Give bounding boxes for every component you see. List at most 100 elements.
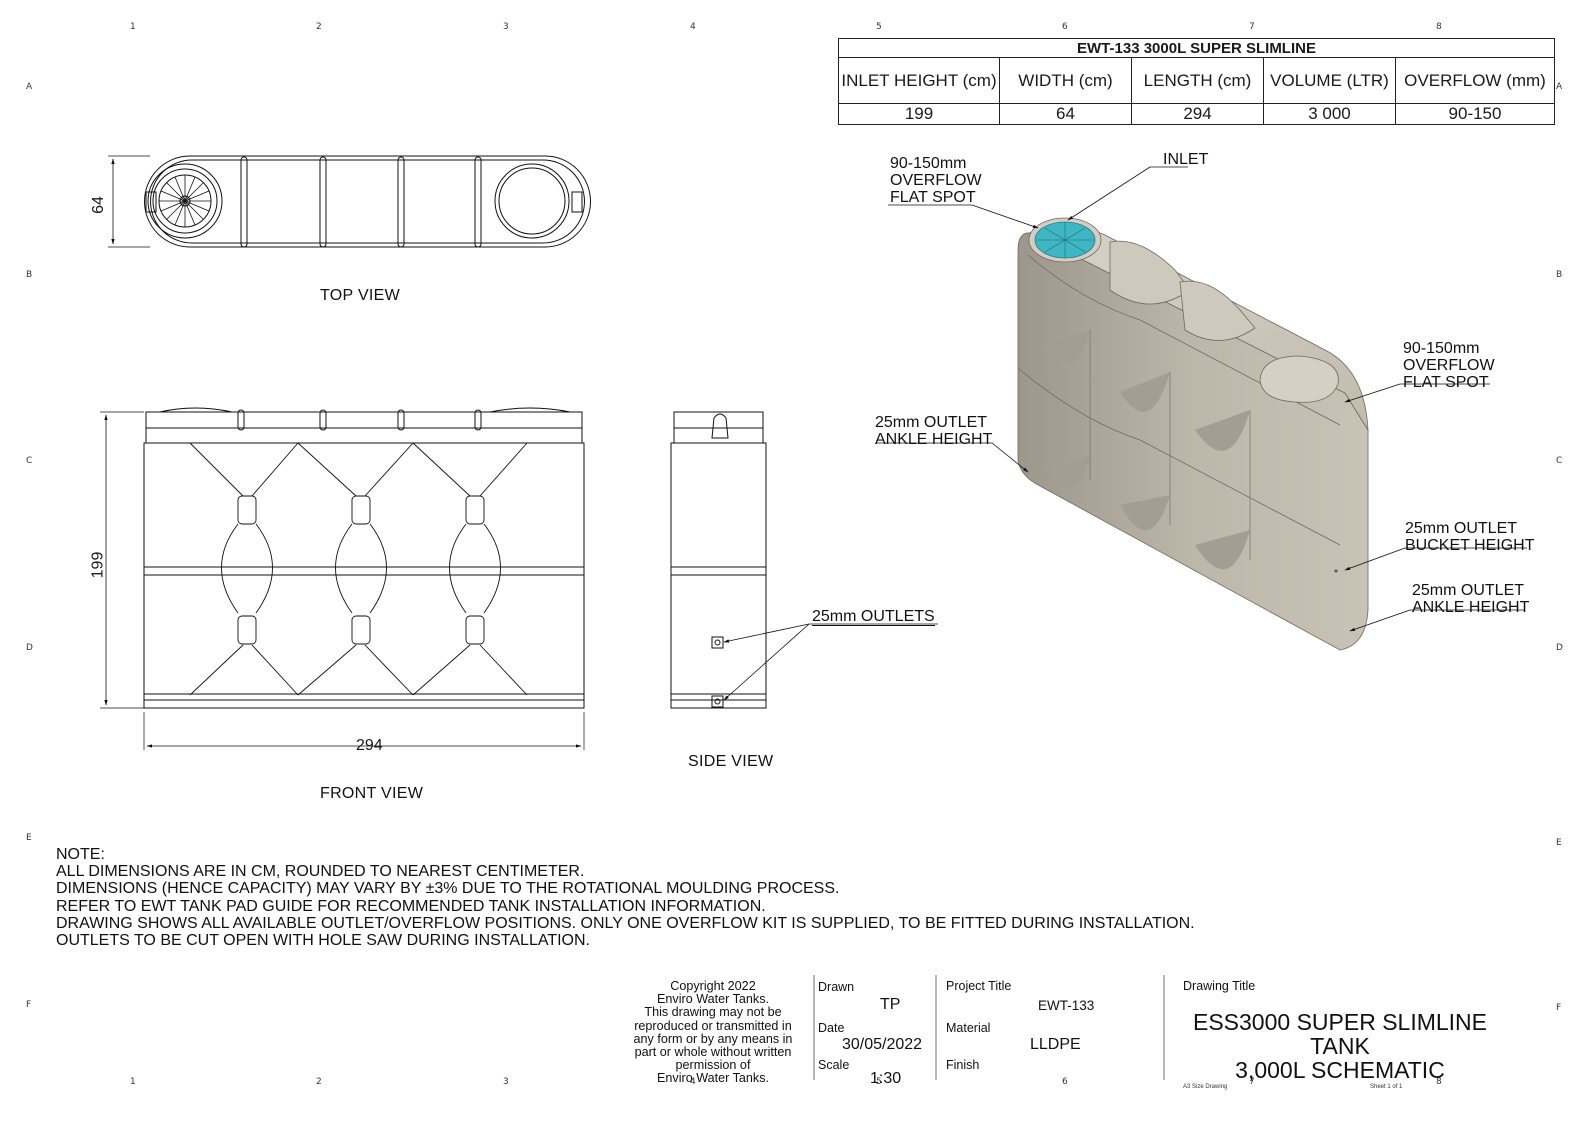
copyright-line-7: permission of — [675, 1058, 751, 1073]
note-line-4: DRAWING SHOWS ALL AVAILABLE OUTLET/OVERF… — [56, 914, 1195, 932]
grid-col-2-top: 2 — [316, 22, 322, 32]
grid-row-c-left: C — [26, 456, 33, 466]
top-view-dim-width: 64 — [89, 196, 107, 214]
grid-row-e-right: E — [1556, 838, 1562, 848]
grid-row-d-left: D — [26, 643, 33, 653]
grid-row-c-right: C — [1556, 456, 1563, 466]
scale-value: 1:30 — [870, 1070, 902, 1087]
callout-outlet-ankle-left: 25mm OUTLET ANKLE HEIGHT — [875, 414, 992, 448]
grid-row-b-left: B — [26, 270, 33, 280]
grid-col-8-top: 8 — [1436, 22, 1442, 32]
front-view-label: FRONT VIEW — [320, 785, 424, 802]
finish-label: Finish — [946, 1058, 980, 1072]
callout-outlet-ankle-right-line2: ANKLE HEIGHT — [1412, 599, 1530, 616]
spec-value-inlet-height: 199 — [838, 103, 1000, 125]
grid-col-3-bottom: 3 — [503, 1077, 509, 1087]
copyright-line-8: Enviro Water Tanks. — [657, 1071, 769, 1086]
grid-col-5-bottom: 5 — [876, 1077, 882, 1087]
grid-col-6-top: 6 — [1062, 22, 1068, 32]
spec-value-width: 64 — [999, 103, 1132, 125]
grid-row-f-right: F — [1556, 1003, 1562, 1013]
scale-label: Scale — [818, 1058, 850, 1072]
size-note: A3 Size Drawing — [1183, 1084, 1228, 1090]
iso-leaders — [877, 166, 1527, 632]
copyright-line-3: This drawing may not be — [644, 1005, 782, 1020]
copyright-line-5: any form or by any means in — [633, 1031, 793, 1046]
top-view-label: TOP VIEW — [320, 287, 401, 304]
copyright-notice: Copyright 2022 Enviro Water Tanks. This … — [608, 979, 818, 1086]
front-view-drawing — [100, 407, 585, 750]
drawing-title-line-1: ESS3000 SUPER SLIMLINE TANK — [1192, 1009, 1488, 1059]
spec-value-length: 294 — [1131, 103, 1264, 125]
copyright-line-1: Copyright 2022 — [670, 979, 756, 993]
callout-outlet-ankle-right-line1: 25mm OUTLET — [1412, 582, 1525, 599]
spec-table: EWT-133 3000L SUPER SLIMLINE INLET HEIGH… — [838, 38, 1555, 125]
callout-overflow-left-line2: OVERFLOW — [890, 172, 982, 189]
spec-value-overflow: 90-150 — [1395, 103, 1555, 125]
sheet-note: Sheet 1 of 1 — [1370, 1084, 1403, 1090]
grid-row-a-right: A — [1556, 82, 1563, 92]
drawing-title-label: Drawing Title — [1183, 979, 1256, 993]
grid-row-b-right: B — [1556, 270, 1563, 280]
grid-row-f-left: F — [26, 1000, 32, 1010]
side-view-drawing — [670, 411, 938, 709]
copyright-line-4: reproduced or transmitted in — [634, 1018, 792, 1033]
callout-overflow-right: 90-150mm OVERFLOW FLAT SPOT — [1403, 340, 1495, 391]
grid-col-5-top: 5 — [876, 22, 882, 32]
grid-row-e-left: E — [26, 833, 32, 843]
notes-heading: NOTE: — [56, 846, 105, 863]
spec-header-width: WIDTH (cm) — [999, 57, 1132, 104]
date-label: Date — [818, 1021, 845, 1035]
note-line-3: REFER TO EWT TANK PAD GUIDE FOR RECOMMEN… — [56, 897, 766, 915]
side-view-label: SIDE VIEW — [688, 753, 774, 770]
callout-outlet-bucket-right: 25mm OUTLET BUCKET HEIGHT — [1405, 520, 1535, 554]
grid-row-d-right: D — [1556, 643, 1563, 653]
callout-outlet-ankle-left-line1: 25mm OUTLET — [875, 414, 988, 431]
date-value: 30/05/2022 — [842, 1036, 923, 1053]
grid-col-1-top: 1 — [130, 22, 136, 32]
callout-outlet-bucket-right-line1: 25mm OUTLET — [1405, 520, 1518, 537]
grid-col-6-bottom: 6 — [1062, 1077, 1068, 1087]
drawn-value: TP — [880, 996, 901, 1013]
drawing-title-line-2: 3,000L SCHEMATIC — [1235, 1057, 1445, 1083]
note-line-5: OUTLETS TO BE CUT OPEN WITH HOLE SAW DUR… — [56, 932, 590, 950]
callout-overflow-left-line3: FLAT SPOT — [890, 189, 976, 206]
callout-outlet-ankle-right: 25mm OUTLET ANKLE HEIGHT — [1412, 582, 1529, 616]
copyright-line-6: part or whole without written — [634, 1045, 792, 1060]
grid-col-8-bottom: 8 — [1436, 1077, 1442, 1087]
grid-col-2-bottom: 2 — [316, 1077, 322, 1087]
spec-header-volume: VOLUME (LTR) — [1263, 57, 1396, 104]
grid-col-4-top: 4 — [690, 22, 696, 32]
spec-value-volume: 3 000 — [1263, 103, 1396, 125]
callout-overflow-right-line1: 90-150mm — [1403, 340, 1480, 357]
top-view-drawing — [108, 155, 591, 248]
front-view-dim-length: 294 — [356, 737, 383, 754]
material-label: Material — [946, 1021, 991, 1035]
note-line-2: DIMENSIONS (HENCE CAPACITY) MAY VARY BY … — [56, 880, 840, 898]
callout-inlet: INLET — [1163, 151, 1209, 168]
grid-col-4-bottom: 4 — [690, 1077, 696, 1087]
callout-overflow-right-line2: OVERFLOW — [1403, 357, 1495, 374]
callout-overflow-left-line1: 90-150mm — [890, 155, 967, 172]
spec-header-inlet-height: INLET HEIGHT (cm) — [838, 57, 1000, 104]
grid-row-a-left: A — [26, 82, 33, 92]
callout-outlet-bucket-right-line2: BUCKET HEIGHT — [1405, 537, 1535, 554]
notes-block: NOTE: ALL DIMENSIONS ARE IN CM, ROUNDED … — [56, 846, 1195, 949]
front-view-dim-height: 199 — [89, 551, 107, 579]
callout-overflow-left: 90-150mm OVERFLOW FLAT SPOT — [890, 155, 982, 206]
copyright-line-2: Enviro Water Tanks. — [657, 992, 769, 1007]
title-block-lines — [813, 975, 1165, 1080]
callout-overflow-right-line3: FLAT SPOT — [1403, 374, 1489, 391]
project-title-value: EWT-133 — [1038, 998, 1095, 1013]
material-value: LLDPE — [1030, 1036, 1081, 1053]
drawing-title: ESS3000 SUPER SLIMLINE TANK 3,000L SCHEM… — [1180, 1010, 1500, 1082]
isometric-tank — [1017, 217, 1369, 651]
grid-col-7-top: 7 — [1249, 22, 1255, 32]
grid-col-3-top: 3 — [503, 22, 509, 32]
project-title-label: Project Title — [946, 979, 1012, 993]
spec-header-length: LENGTH (cm) — [1131, 57, 1264, 104]
drawn-label: Drawn — [818, 980, 855, 994]
side-view-outlets-callout: 25mm OUTLETS — [812, 608, 935, 626]
grid-col-7-bottom: 7 — [1249, 1077, 1255, 1087]
